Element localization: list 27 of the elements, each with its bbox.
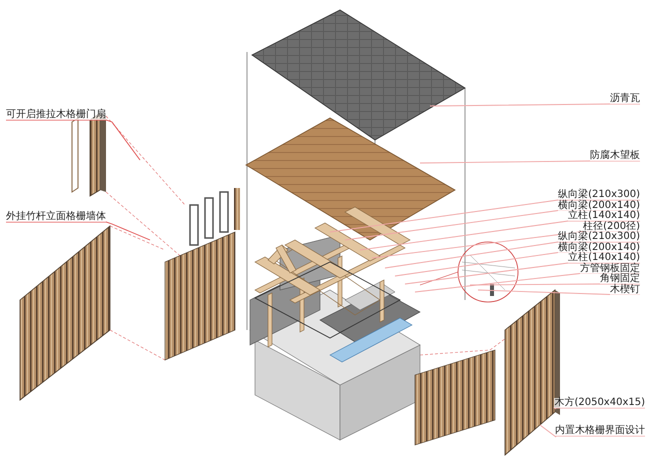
leader-line [330, 200, 640, 232]
leader-line [360, 220, 640, 250]
leader-line [420, 160, 640, 164]
part-label: 方管钢板固定 [580, 262, 640, 274]
part-label: 木楔钉 [610, 284, 640, 294]
part-label: 纵向梁(210x300) [558, 189, 640, 200]
leader-line [384, 242, 640, 268]
leader-line [430, 104, 640, 106]
part-label: 角钢固定 [600, 273, 640, 284]
leader-line [540, 424, 646, 438]
leader-line [404, 262, 640, 284]
leader-line [552, 408, 646, 410]
part-label: 防腐木望板 [590, 150, 640, 161]
leader-line [6, 120, 140, 160]
part-label: 外挂竹杆立面格栅墙体 [6, 211, 106, 222]
part-label: 立柱(140x140) [568, 210, 640, 221]
part-label: 纵向梁(210x300) [558, 231, 640, 242]
leader-line [6, 222, 150, 240]
part-label: 立柱(140x140) [568, 252, 640, 263]
leader-line [470, 284, 640, 286]
part-label: 横向梁(200x140) [558, 242, 640, 252]
part-label: 柱径(200径) [583, 220, 640, 232]
part-label: 沥青瓦 [610, 93, 640, 104]
part-label: 可开启推拉木格栅门扇 [6, 109, 106, 120]
part-label: 横向梁(200x140) [558, 200, 640, 210]
part-label: 内置木格栅界面设计 [555, 425, 645, 436]
part-label: 木方(2050x40x15) [554, 397, 645, 408]
